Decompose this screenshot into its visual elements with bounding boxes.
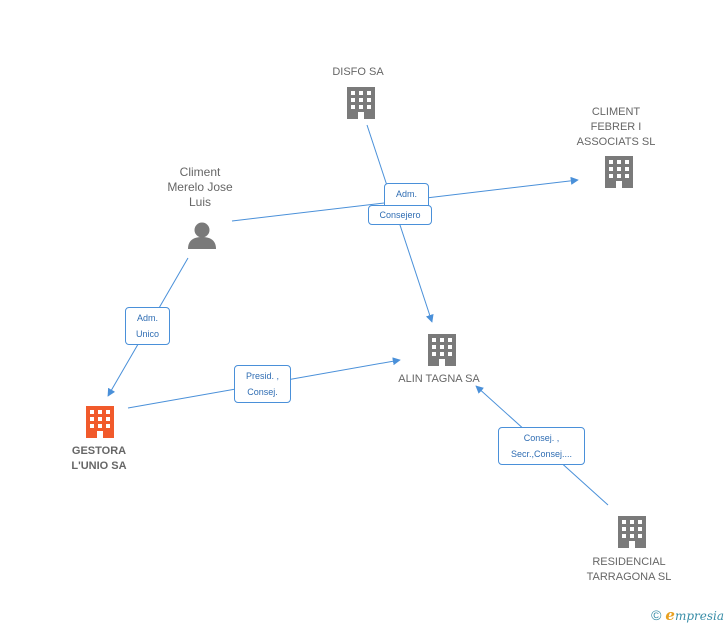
residencial-building-icon[interactable]	[618, 516, 646, 548]
person-label[interactable]: Climent Merelo Jose Luis	[167, 165, 233, 209]
edge-label-consejero: Consejero	[368, 205, 432, 225]
brand-watermark: ©empresia	[651, 606, 724, 624]
gestora-building-icon[interactable]	[86, 406, 114, 438]
disfo-building-icon[interactable]	[347, 87, 375, 119]
copyright-icon: ©	[651, 607, 662, 623]
alin-tagna-label[interactable]: ALIN TAGNA SA	[398, 373, 480, 385]
person-icon[interactable]	[188, 222, 216, 250]
climent-febrer-building-icon[interactable]	[605, 156, 633, 188]
climent-febrer-label[interactable]: CLIMENT FEBRER I ASSOCIATS SL	[576, 106, 656, 148]
edge-label-adm-unico: Adm. Unico	[125, 307, 170, 345]
gestora-label[interactable]: GESTORA L'UNIO SA	[71, 445, 127, 472]
residencial-label[interactable]: RESIDENCIAL TARRAGONA SL	[586, 556, 672, 583]
edge-label-consej-secr: Consej. , Secr.,Consej....	[498, 427, 585, 465]
disfo-label[interactable]: DISFO SA	[332, 66, 384, 78]
alin-tagna-building-icon[interactable]	[428, 334, 456, 366]
edge-label-presid: Presid. , Consej.	[234, 365, 291, 403]
brand-e: e	[665, 606, 675, 624]
brand-name: mpresia	[674, 609, 724, 623]
